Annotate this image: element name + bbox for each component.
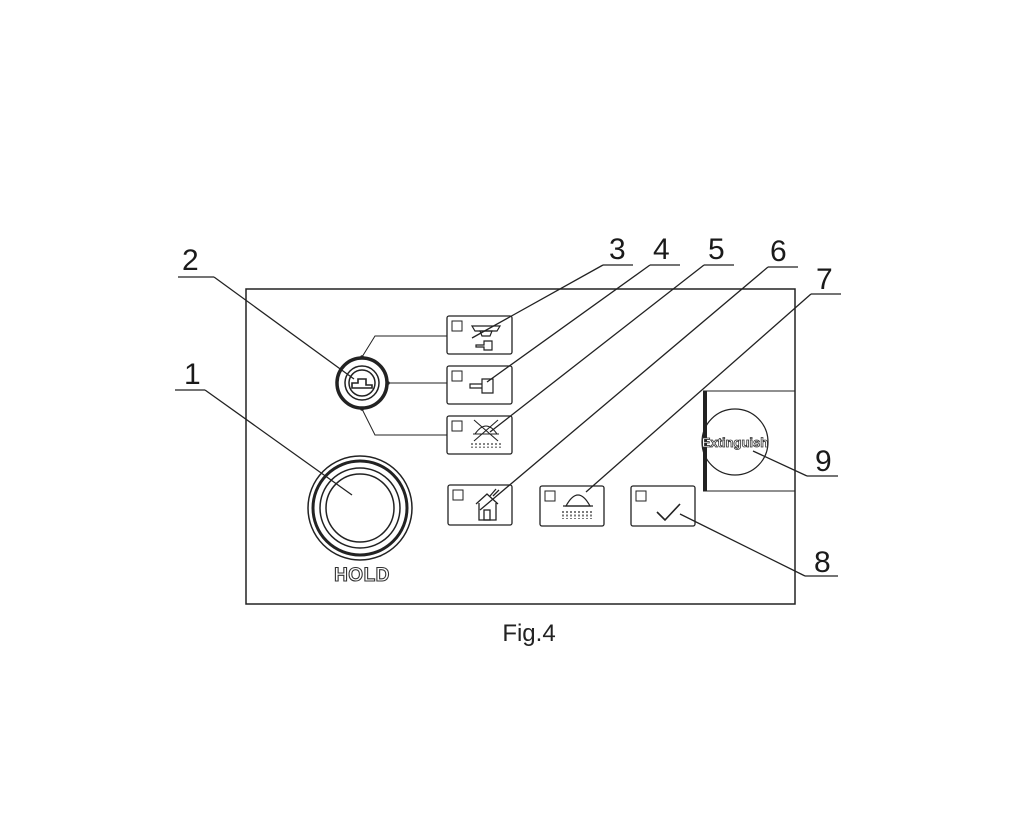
extinguish-label: Extinguish (702, 435, 769, 450)
callout-8: 8 (814, 546, 831, 579)
key-switch[interactable] (335, 355, 390, 411)
hold-label: HOLD (334, 565, 390, 586)
indicator-manual-call[interactable] (446, 365, 513, 405)
key-icon (351, 378, 373, 389)
led-square (635, 490, 647, 502)
led-square (544, 490, 556, 502)
callout-2: 2 (182, 244, 199, 277)
indicator-sprinkler-active[interactable] (539, 485, 605, 527)
led-square (451, 420, 463, 432)
smoke-detector-hand-icon (470, 325, 502, 351)
sprinkler-crossed-icon (471, 419, 501, 448)
house-fault-icon (475, 488, 500, 521)
indicator-smoke-detector[interactable] (446, 315, 513, 355)
callout-9: 9 (815, 445, 832, 478)
figure-caption: Fig.4 (502, 620, 555, 647)
callout-7: 7 (816, 263, 833, 296)
callout-3: 3 (609, 233, 626, 266)
checkmark-icon (656, 503, 681, 522)
hold-button[interactable]: HOLD (307, 455, 413, 587)
led-square (451, 370, 463, 382)
extinguish-recess (703, 390, 795, 492)
led-square (452, 489, 464, 501)
callout-4: 4 (653, 233, 670, 266)
callout-6: 6 (770, 235, 787, 268)
indicator-sprinkler-disabled[interactable] (446, 415, 513, 455)
callout-leaders (175, 264, 841, 577)
indicator-house-fault[interactable] (447, 484, 513, 526)
key-connector-lines (361, 335, 447, 436)
sprinkler-icon (562, 494, 593, 519)
callout-5: 5 (708, 233, 725, 266)
extinguish-button[interactable]: Extinguish (701, 408, 769, 476)
hand-pointer-icon (469, 378, 494, 394)
callout-1: 1 (184, 358, 201, 391)
control-panel (245, 288, 796, 605)
led-square (451, 320, 463, 332)
indicator-confirm[interactable] (630, 485, 696, 527)
